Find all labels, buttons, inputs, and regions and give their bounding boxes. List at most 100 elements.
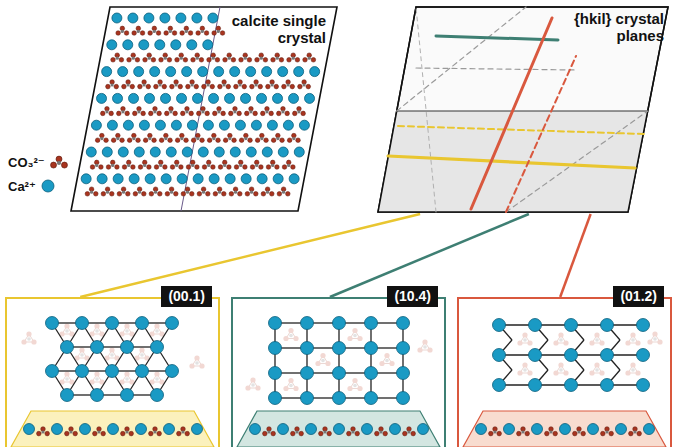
- oxygen-atom: [186, 165, 191, 170]
- oxygen-atom: [301, 111, 306, 116]
- legend: CO₃²⁻Ca²⁺: [8, 150, 68, 198]
- oxygen-atom: [189, 192, 194, 197]
- carbon-atom: [282, 191, 285, 194]
- oxygen-atom: [303, 58, 308, 63]
- crystal-illustration: calcite single crystal: [70, 6, 338, 212]
- plane-trace: [436, 36, 558, 40]
- oxygen-atom: [101, 192, 106, 197]
- oxygen-atom: [85, 192, 90, 197]
- carbon-atom: [286, 83, 289, 86]
- calcium-ion: [81, 174, 91, 184]
- oxygen-atom: [143, 58, 148, 63]
- oxygen-atom: [199, 58, 204, 63]
- calcium-ion: [52, 424, 63, 435]
- oxygen-atom: [553, 370, 558, 375]
- calcium-ion: [150, 67, 160, 77]
- calcium-ion: [246, 147, 256, 157]
- carbonate-ion: [287, 133, 300, 142]
- carbon-atom: [653, 337, 657, 341]
- carbon-atom: [110, 353, 114, 357]
- carbonate-ion-faded: [347, 328, 362, 341]
- carbon-atom: [137, 110, 140, 113]
- calcium-ion: [112, 13, 122, 23]
- carbon-atom: [180, 137, 183, 140]
- hidden-edge: [416, 68, 576, 70]
- oxygen-atom: [250, 165, 255, 170]
- oxygen-atom: [271, 58, 276, 63]
- oxygen-atom: [173, 192, 178, 197]
- oxygen-atom: [266, 165, 271, 170]
- oxygen-atom: [167, 58, 172, 63]
- oxygen-atom: [202, 165, 207, 170]
- oxygen-atom: [489, 431, 494, 436]
- calcium-ion: [644, 424, 655, 435]
- calcium-ion: [166, 365, 179, 378]
- oxygen-atom: [237, 111, 242, 116]
- oxygen-atom: [283, 336, 288, 341]
- carbonate-ion: [298, 80, 311, 89]
- carbonate-ion: [271, 133, 284, 142]
- carbonate-ion: [261, 187, 274, 196]
- carbonate-ion: [116, 26, 129, 35]
- calcium-ion: [203, 120, 213, 130]
- carbonate-ion-faded: [589, 332, 604, 345]
- carbon-atom: [169, 30, 172, 33]
- plane-index: (10.4): [387, 286, 438, 307]
- panel-drawing: [459, 299, 670, 447]
- calcium-ion: [262, 67, 272, 77]
- oxygen-atom: [125, 192, 130, 197]
- carbonate-ion: [229, 187, 242, 196]
- oxygen-atom: [125, 111, 130, 116]
- calcium-ion: [397, 317, 410, 330]
- oxygen-atom: [563, 340, 568, 345]
- carbonate-ion: [239, 133, 252, 142]
- oxygen-atom: [637, 431, 642, 436]
- calcium-ion: [139, 120, 149, 130]
- carbonate-ion-faded: [149, 323, 164, 336]
- calcium-ion: [198, 147, 208, 157]
- calcium-ion: [97, 174, 107, 184]
- carbonate-ion: [255, 53, 268, 62]
- carbon-atom: [308, 57, 311, 60]
- panel-drawing: [233, 299, 444, 447]
- carbonate-ion: [292, 107, 305, 116]
- oxygen-atom: [227, 165, 232, 170]
- carbon-atom: [385, 359, 389, 363]
- calcium-ion: [113, 174, 123, 184]
- carbonate-ion: [133, 187, 146, 196]
- oxygen-atom: [175, 58, 180, 63]
- oxygen-atom: [157, 111, 162, 116]
- oxygen-atom: [204, 31, 209, 36]
- calcium-ion: [102, 147, 112, 157]
- calcium-ion: [529, 379, 542, 392]
- carbonate-ion: [234, 80, 247, 89]
- calcium-ion: [333, 367, 346, 380]
- carbonate-ion-faded: [625, 362, 640, 375]
- carbon-atom: [222, 83, 225, 86]
- calcium-ion: [91, 389, 104, 402]
- calcium-ion: [121, 389, 134, 402]
- calcium-ion: [299, 120, 309, 130]
- oxygen-atom: [277, 192, 282, 197]
- carbonate-ion-faded: [245, 377, 260, 390]
- plane-panel: (10.4): [231, 297, 446, 447]
- oxygen-atom: [285, 192, 290, 197]
- surface-side-view: [250, 424, 429, 436]
- calcium-ion: [166, 67, 176, 77]
- calcium-ion: [187, 120, 197, 130]
- carbonate-ion: [122, 80, 135, 89]
- oxygen-atom: [154, 371, 159, 376]
- oxygen-atom: [37, 431, 42, 436]
- carbonate-ion: [106, 160, 119, 169]
- oxygen-atom: [283, 386, 288, 391]
- calcium-ion: [203, 40, 213, 50]
- carbonate-ion: [282, 160, 295, 169]
- carbonate-ion: [132, 26, 145, 35]
- carbon-atom: [121, 30, 124, 33]
- oxygen-atom: [255, 58, 260, 63]
- carbonate-ion: [90, 160, 103, 169]
- plane-panel: (00.1): [5, 297, 220, 447]
- oxygen-atom: [355, 431, 360, 436]
- carbon-atom: [238, 83, 241, 86]
